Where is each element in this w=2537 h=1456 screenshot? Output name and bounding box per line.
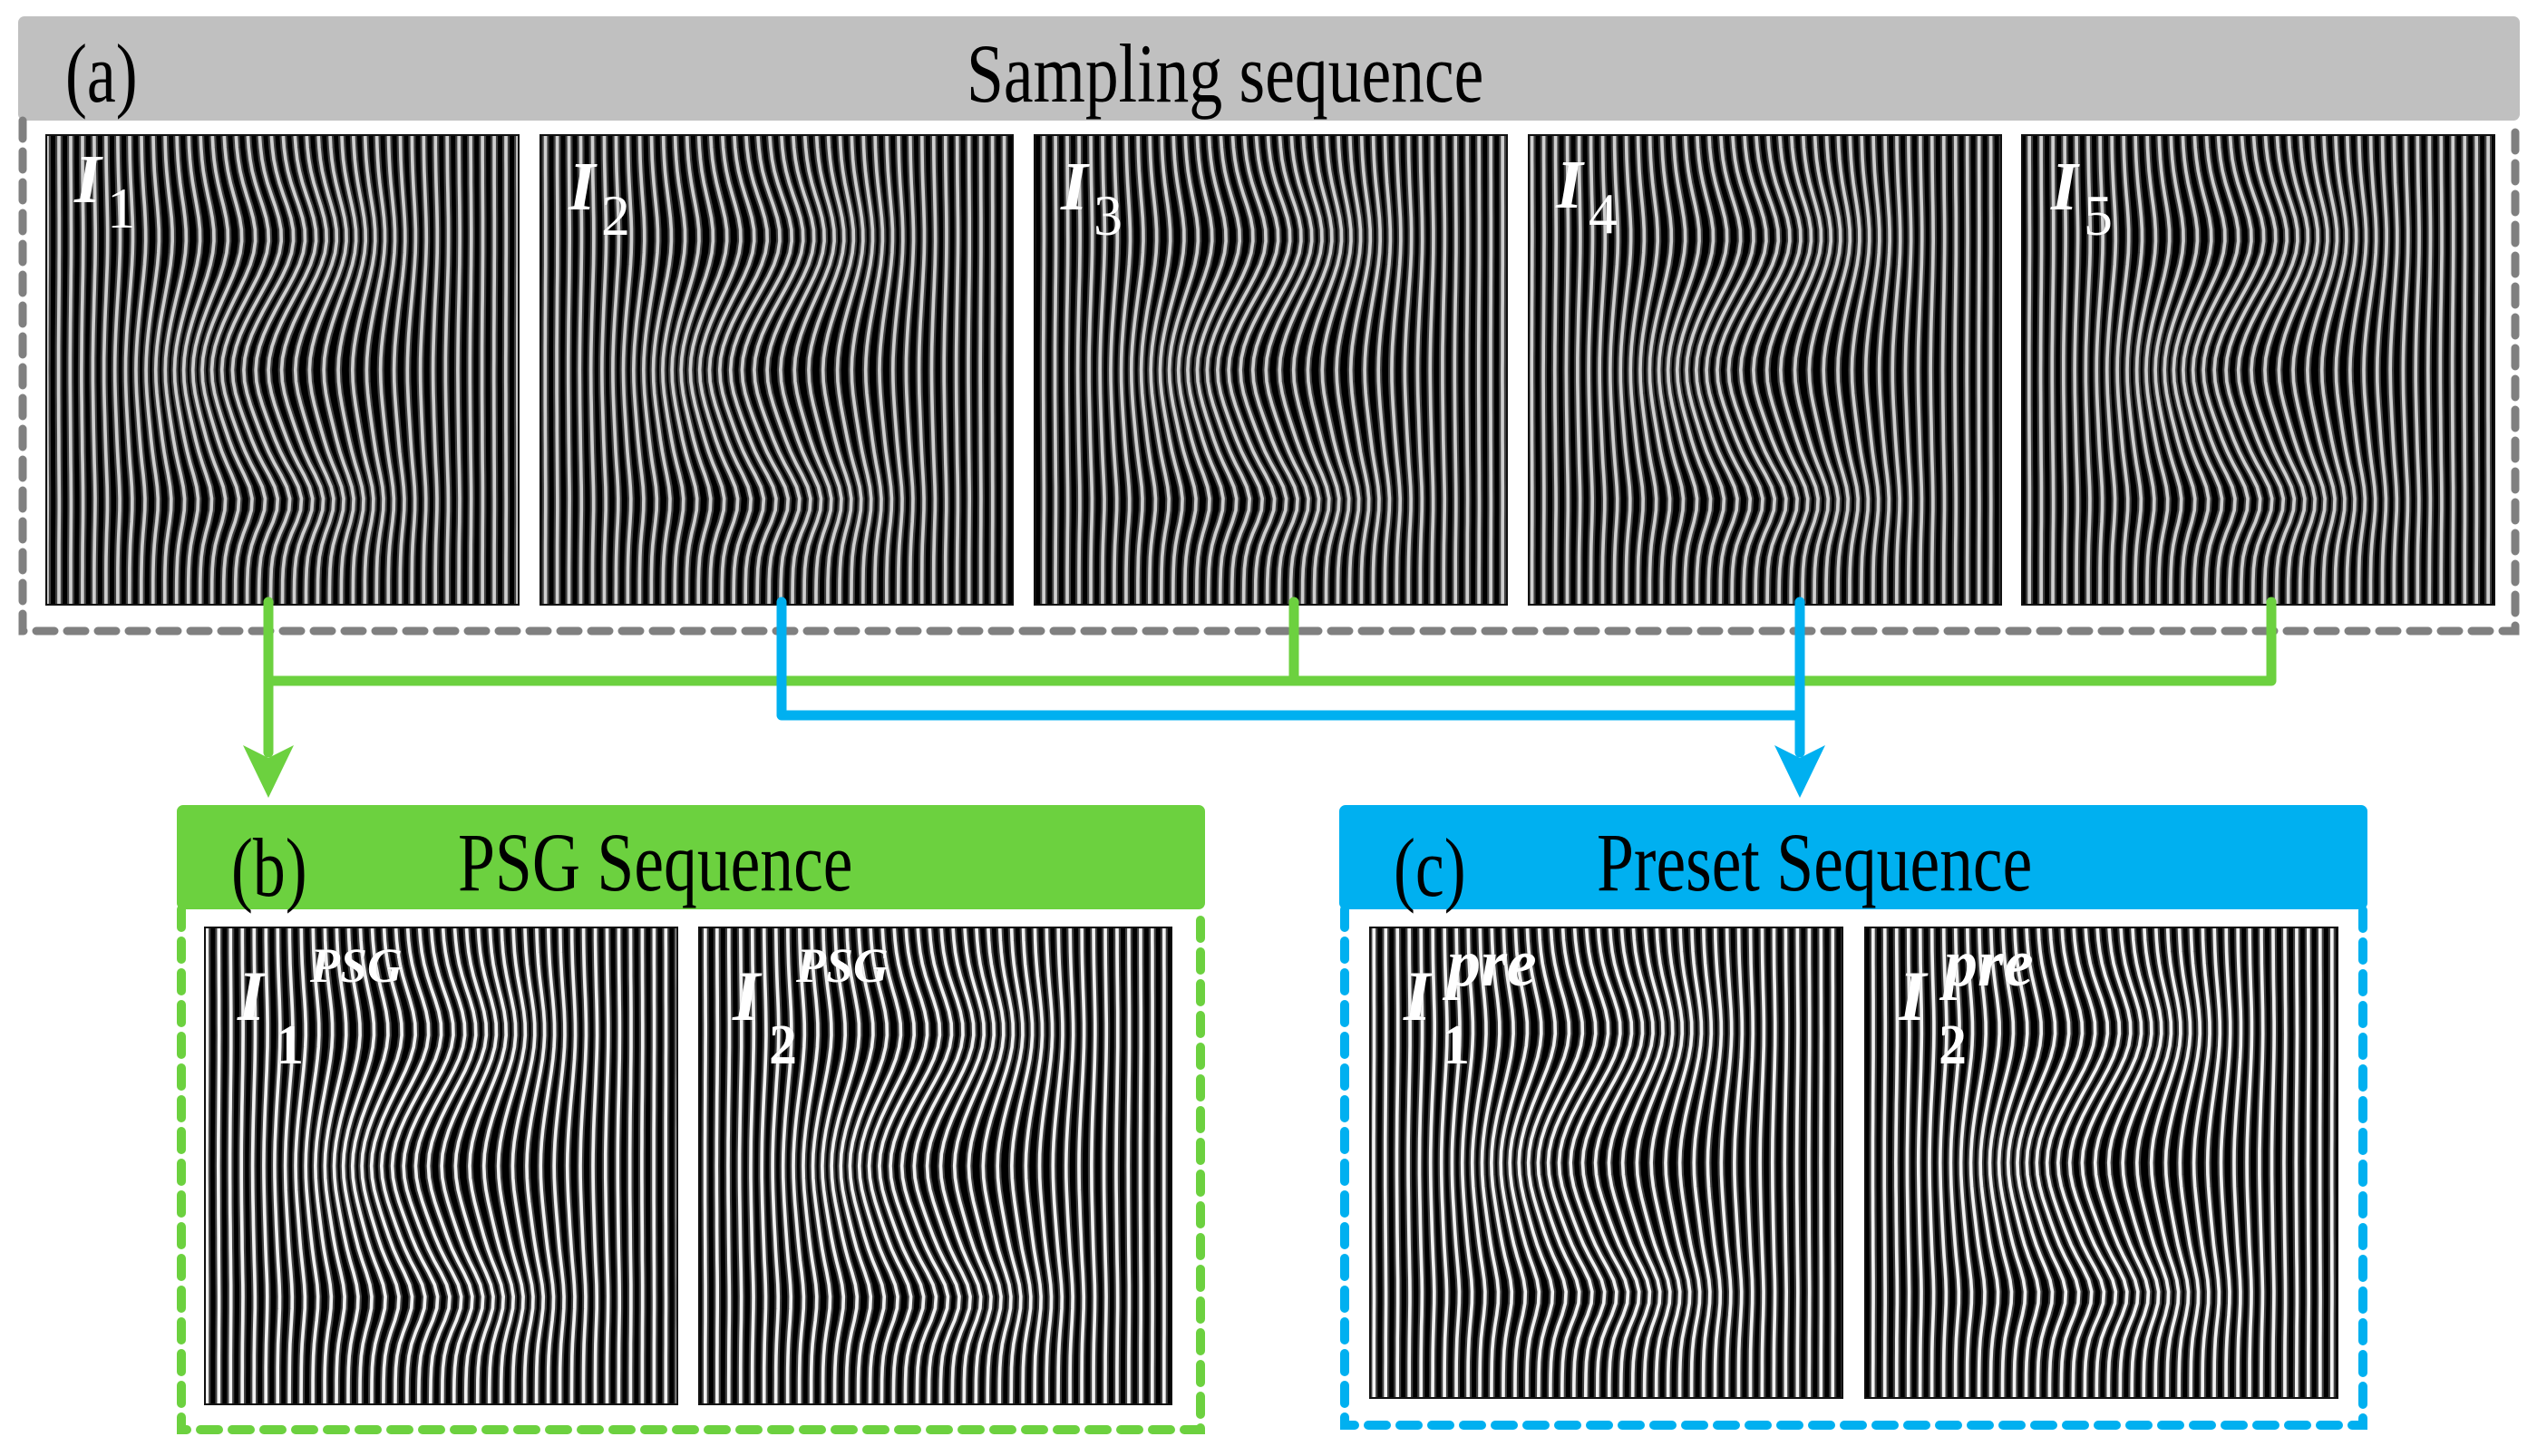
psg-sequence-header: (b) PSG Sequence [177, 805, 1205, 914]
label-superscript: PSG [310, 938, 403, 993]
label-i2-psg: I 2 PSG [733, 941, 889, 1073]
label-base: I [569, 149, 596, 225]
label-i3: I 3 [1061, 152, 1123, 245]
fringe-pattern [1866, 928, 2337, 1397]
label-base: I [2051, 149, 2078, 225]
label-i1: I 1 [74, 145, 136, 238]
label-subscript: 1 [107, 176, 136, 240]
label-subscript: 3 [1094, 183, 1123, 248]
fringe-pattern [2023, 136, 2493, 604]
label-i5: I 5 [2051, 152, 2113, 245]
panel-b-title: PSG Sequence [458, 816, 853, 908]
fringe-pattern [206, 928, 676, 1403]
panel-a-tag: (a) [65, 27, 138, 120]
label-superscript: pre [1447, 927, 1537, 1001]
panel-a-title: Sampling sequence [967, 27, 1484, 120]
label-i1-pre: I 1 pre [1404, 930, 1537, 1073]
panel-b-tag: (b) [231, 821, 307, 914]
label-base: I [1899, 956, 1927, 1035]
label-superscript: PSG [796, 938, 889, 993]
label-subscript: 2 [601, 183, 630, 248]
panel-c-tag: (c) [1394, 821, 1466, 914]
fringe-image-i2 [539, 134, 1014, 606]
fringe-pattern [541, 136, 1012, 604]
fringe-pattern [1035, 136, 1506, 604]
fringe-pattern [1530, 136, 2000, 604]
fringe-image-i1-pre [1369, 927, 1843, 1399]
label-base: I [1404, 956, 1432, 1035]
preset-sequence-header: (c) Preset Sequence [1339, 805, 2367, 914]
label-subscript: 1 [276, 1014, 304, 1076]
fringe-image-i1-psg [204, 927, 678, 1405]
fringe-pattern [700, 928, 1171, 1403]
label-base: I [1556, 147, 1583, 223]
panel-c-title: Preset Sequence [1597, 816, 2033, 908]
label-base: I [1061, 149, 1088, 225]
sampling-sequence-header: (a) Sampling sequence [18, 16, 2520, 121]
label-i1-psg: I 1 PSG [238, 941, 403, 1073]
label-i2: I 2 [569, 152, 630, 245]
fringe-pattern [47, 136, 518, 604]
label-base: I [733, 956, 761, 1035]
fringe-image-i2-pre [1864, 927, 2338, 1399]
fringe-image-i3 [1034, 134, 1508, 606]
label-subscript: 4 [1589, 181, 1618, 246]
fringe-image-i4 [1528, 134, 2002, 606]
label-subscript: 1 [1442, 1014, 1470, 1076]
label-subscript: 2 [1939, 1014, 1967, 1076]
label-base: I [238, 956, 266, 1035]
fringe-image-i2-psg [698, 927, 1172, 1405]
label-base: I [74, 141, 102, 218]
label-subscript: 2 [769, 1014, 797, 1076]
label-i4: I 4 [1556, 150, 1618, 243]
fringe-image-i1 [45, 134, 520, 606]
label-superscript: pre [1944, 927, 2034, 1001]
fringe-image-i5 [2021, 134, 2495, 606]
fringe-pattern [1371, 928, 1842, 1397]
label-subscript: 5 [2084, 183, 2113, 248]
label-i2-pre: I 2 pre [1899, 930, 2034, 1073]
